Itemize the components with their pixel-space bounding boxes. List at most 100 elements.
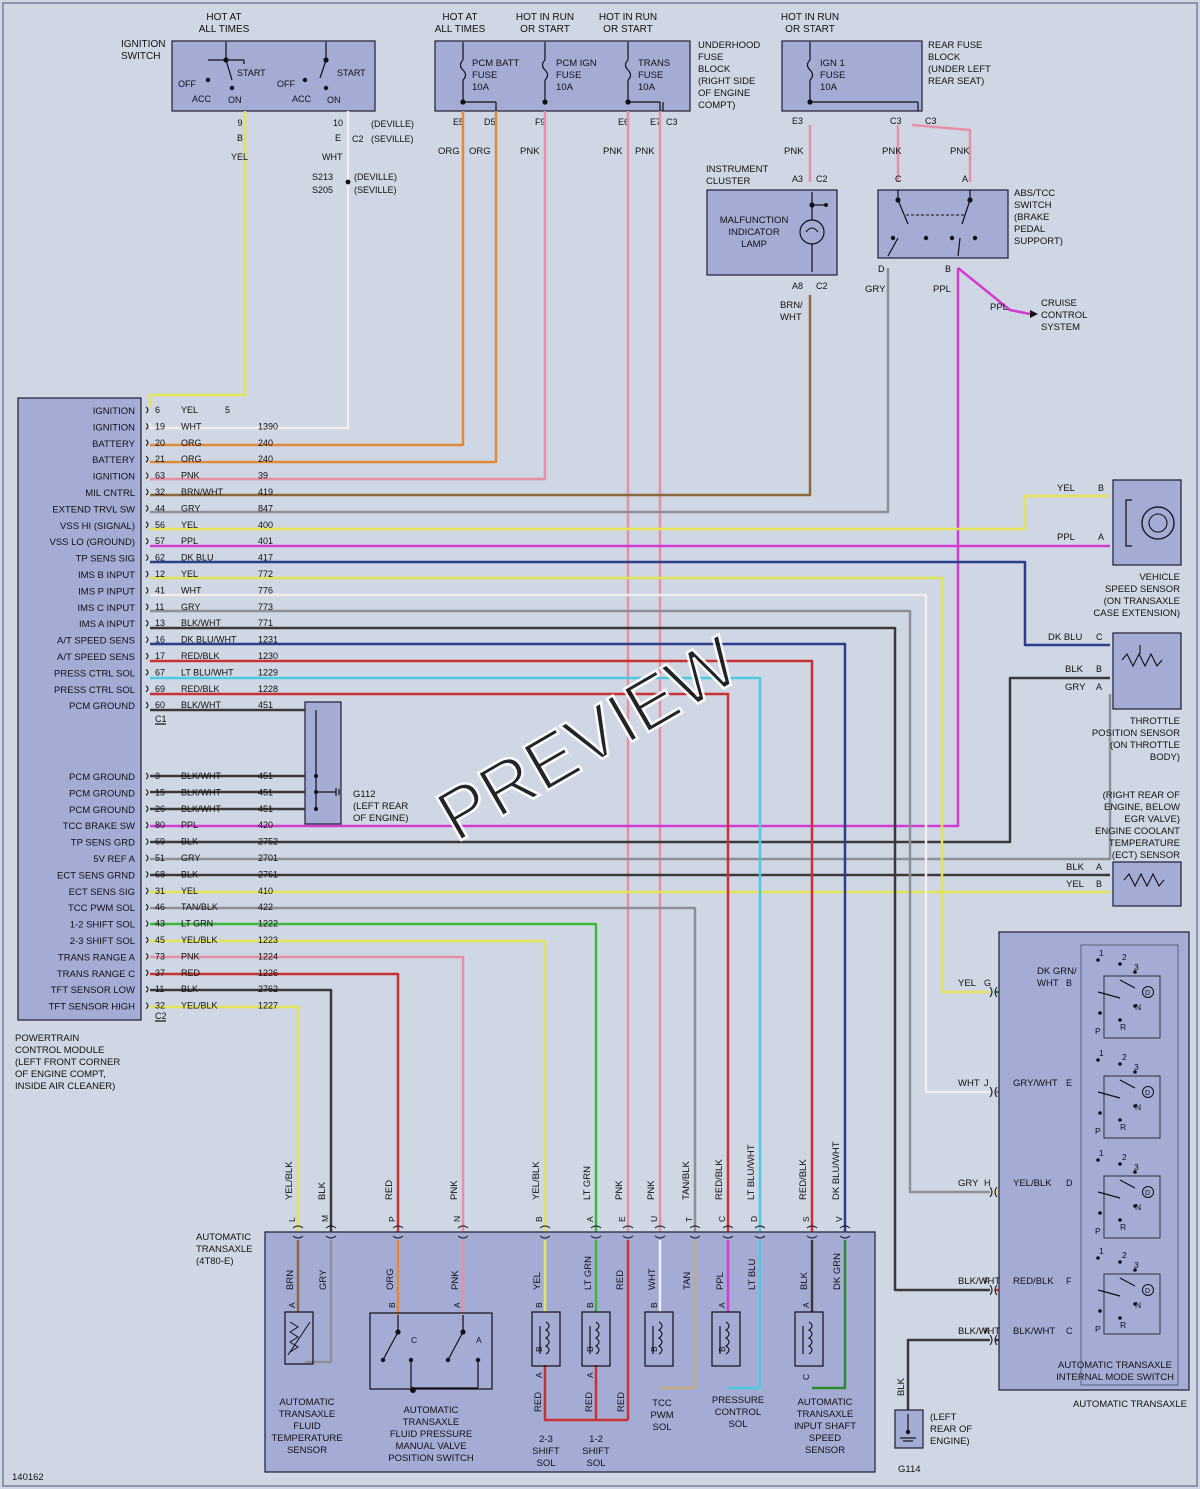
pcm-wire-color: DK BLU/WHT [181,635,237,645]
label: B [1096,664,1102,674]
junction-dot [949,235,955,241]
label: COMPT) [698,100,735,111]
label: SOL [728,1419,747,1430]
label: AUTOMATIC [797,1397,852,1408]
wire-pcm-41 [150,593,990,1094]
ect-sensor [1112,861,1182,907]
label: EGR VALVE) [1124,814,1180,825]
pcm-wire-color: YEL/BLK [181,935,218,945]
pcm-wire-color: GRY [181,503,200,513]
label: SOL [536,1458,555,1469]
pcm-circuit-number: 240 [258,454,273,464]
junction-dot [824,203,828,207]
label: F9 [535,117,546,127]
label: LT GRN [582,1166,593,1200]
pcm-wire-color: ORG [181,438,202,448]
label: GRY [318,1269,329,1290]
label: B [534,1302,544,1308]
label: INSIDE AIR CLEANER) [15,1081,115,1092]
label: 1 [1099,1246,1104,1256]
label: (LEFT REAR [353,801,408,812]
pcm-pin-name: IMS P INPUT [78,586,135,597]
pcm-circuit-number: 39 [258,471,268,481]
label: B [649,1302,659,1308]
label: OFF [178,79,196,89]
connector-mark [145,619,149,627]
label: AUTOMATIC [196,1232,251,1243]
label: REAR SEAT) [928,76,984,87]
junction-dot [323,85,329,91]
label: AUTOMATIC [403,1405,458,1416]
solenoid-coil-icon [725,1321,730,1355]
label: 140162 [12,1472,44,1483]
label: SWITCH [1014,200,1052,211]
label: RED/BLK [798,1159,809,1200]
pcm-circuit-number: 2701 [258,853,278,863]
wire-pcm-44 [150,268,890,514]
connector-mark [145,521,149,529]
label: A [717,1302,727,1308]
label: C [1096,632,1103,642]
label: TRANSAXLE [196,1244,253,1255]
pcm-pin-number: 69 [155,684,165,694]
connector-mark [145,805,149,813]
wire-pcm-73 [150,955,465,1240]
switch-line [447,1331,464,1361]
label: OF ENGINE [698,88,750,99]
pcm-wire-color: YEL [181,520,198,530]
pcm-pin-name: EXTEND TRVL SW [52,504,135,515]
connector-mark [145,903,149,911]
label: DK BLU/WHT [831,1141,842,1200]
label: G112 [353,789,376,800]
label: BLK [1065,664,1084,675]
pcm-pin-number: 43 [155,919,165,929]
iw-t [660,1240,697,1390]
solenoid-coil-icon [658,1321,663,1355]
switch-line [1119,1277,1136,1287]
wire-pcm-12 [150,576,990,994]
lamp-filament [805,227,819,233]
pcm-wire-color: WHT [181,421,202,431]
pcm-pin-number: 32 [155,1001,165,1011]
pcm-pin-number: 56 [155,520,165,530]
label: INSTRUMENT [706,164,768,175]
pcm-pin-number: 57 [155,536,165,546]
connector-mark [145,985,149,993]
junction-dot [905,1429,911,1435]
label: PCM BATT [472,58,520,69]
pcm-pin-number: 20 [155,438,165,448]
pcm-circuit-number: 451 [258,700,273,710]
g114-ground [894,1409,924,1449]
connector-mark [145,603,149,611]
label: WHT [1037,978,1059,989]
pcm-pin-name: 1-2 SHIFT SOL [70,920,135,931]
tft-thermistor-mark [287,1321,311,1356]
connector-mark [145,772,149,780]
pcm-pin-name: TRANS RANGE C [57,969,135,980]
pcm-pin-number: 21 [155,454,165,464]
label: BLK [1066,862,1085,873]
label: (4T80-E) [196,1256,233,1267]
label: YEL/BLK [1013,1178,1052,1189]
connector-mark [145,936,149,944]
pcm-pin-number: 60 [155,700,165,710]
pcm-wire-color: YEL [181,405,198,415]
wire-pcm-69 [150,692,730,1240]
label: SPEED [809,1433,841,1444]
label: RED [584,1392,595,1412]
pressure-switch-box [369,1312,493,1390]
pcm-pin-number: 19 [155,421,165,431]
label: LT BLU [747,1259,758,1290]
pcm-circuit-number: 771 [258,618,273,628]
pcm-pin-name: TP SENS SIG [76,554,135,565]
label: (UNDER LEFT [928,64,991,75]
label: 1 [1099,1148,1104,1158]
pcm-pin-name: BATTERY [92,439,136,450]
label: ON [228,95,242,105]
label: PPL [933,284,951,295]
fuse-icon [806,59,814,81]
pcm-pin-name: PCM GROUND [69,788,135,799]
label: 3 [1134,1162,1139,1172]
junction-dot [314,807,318,811]
wire-pcm-6 [148,150,247,407]
